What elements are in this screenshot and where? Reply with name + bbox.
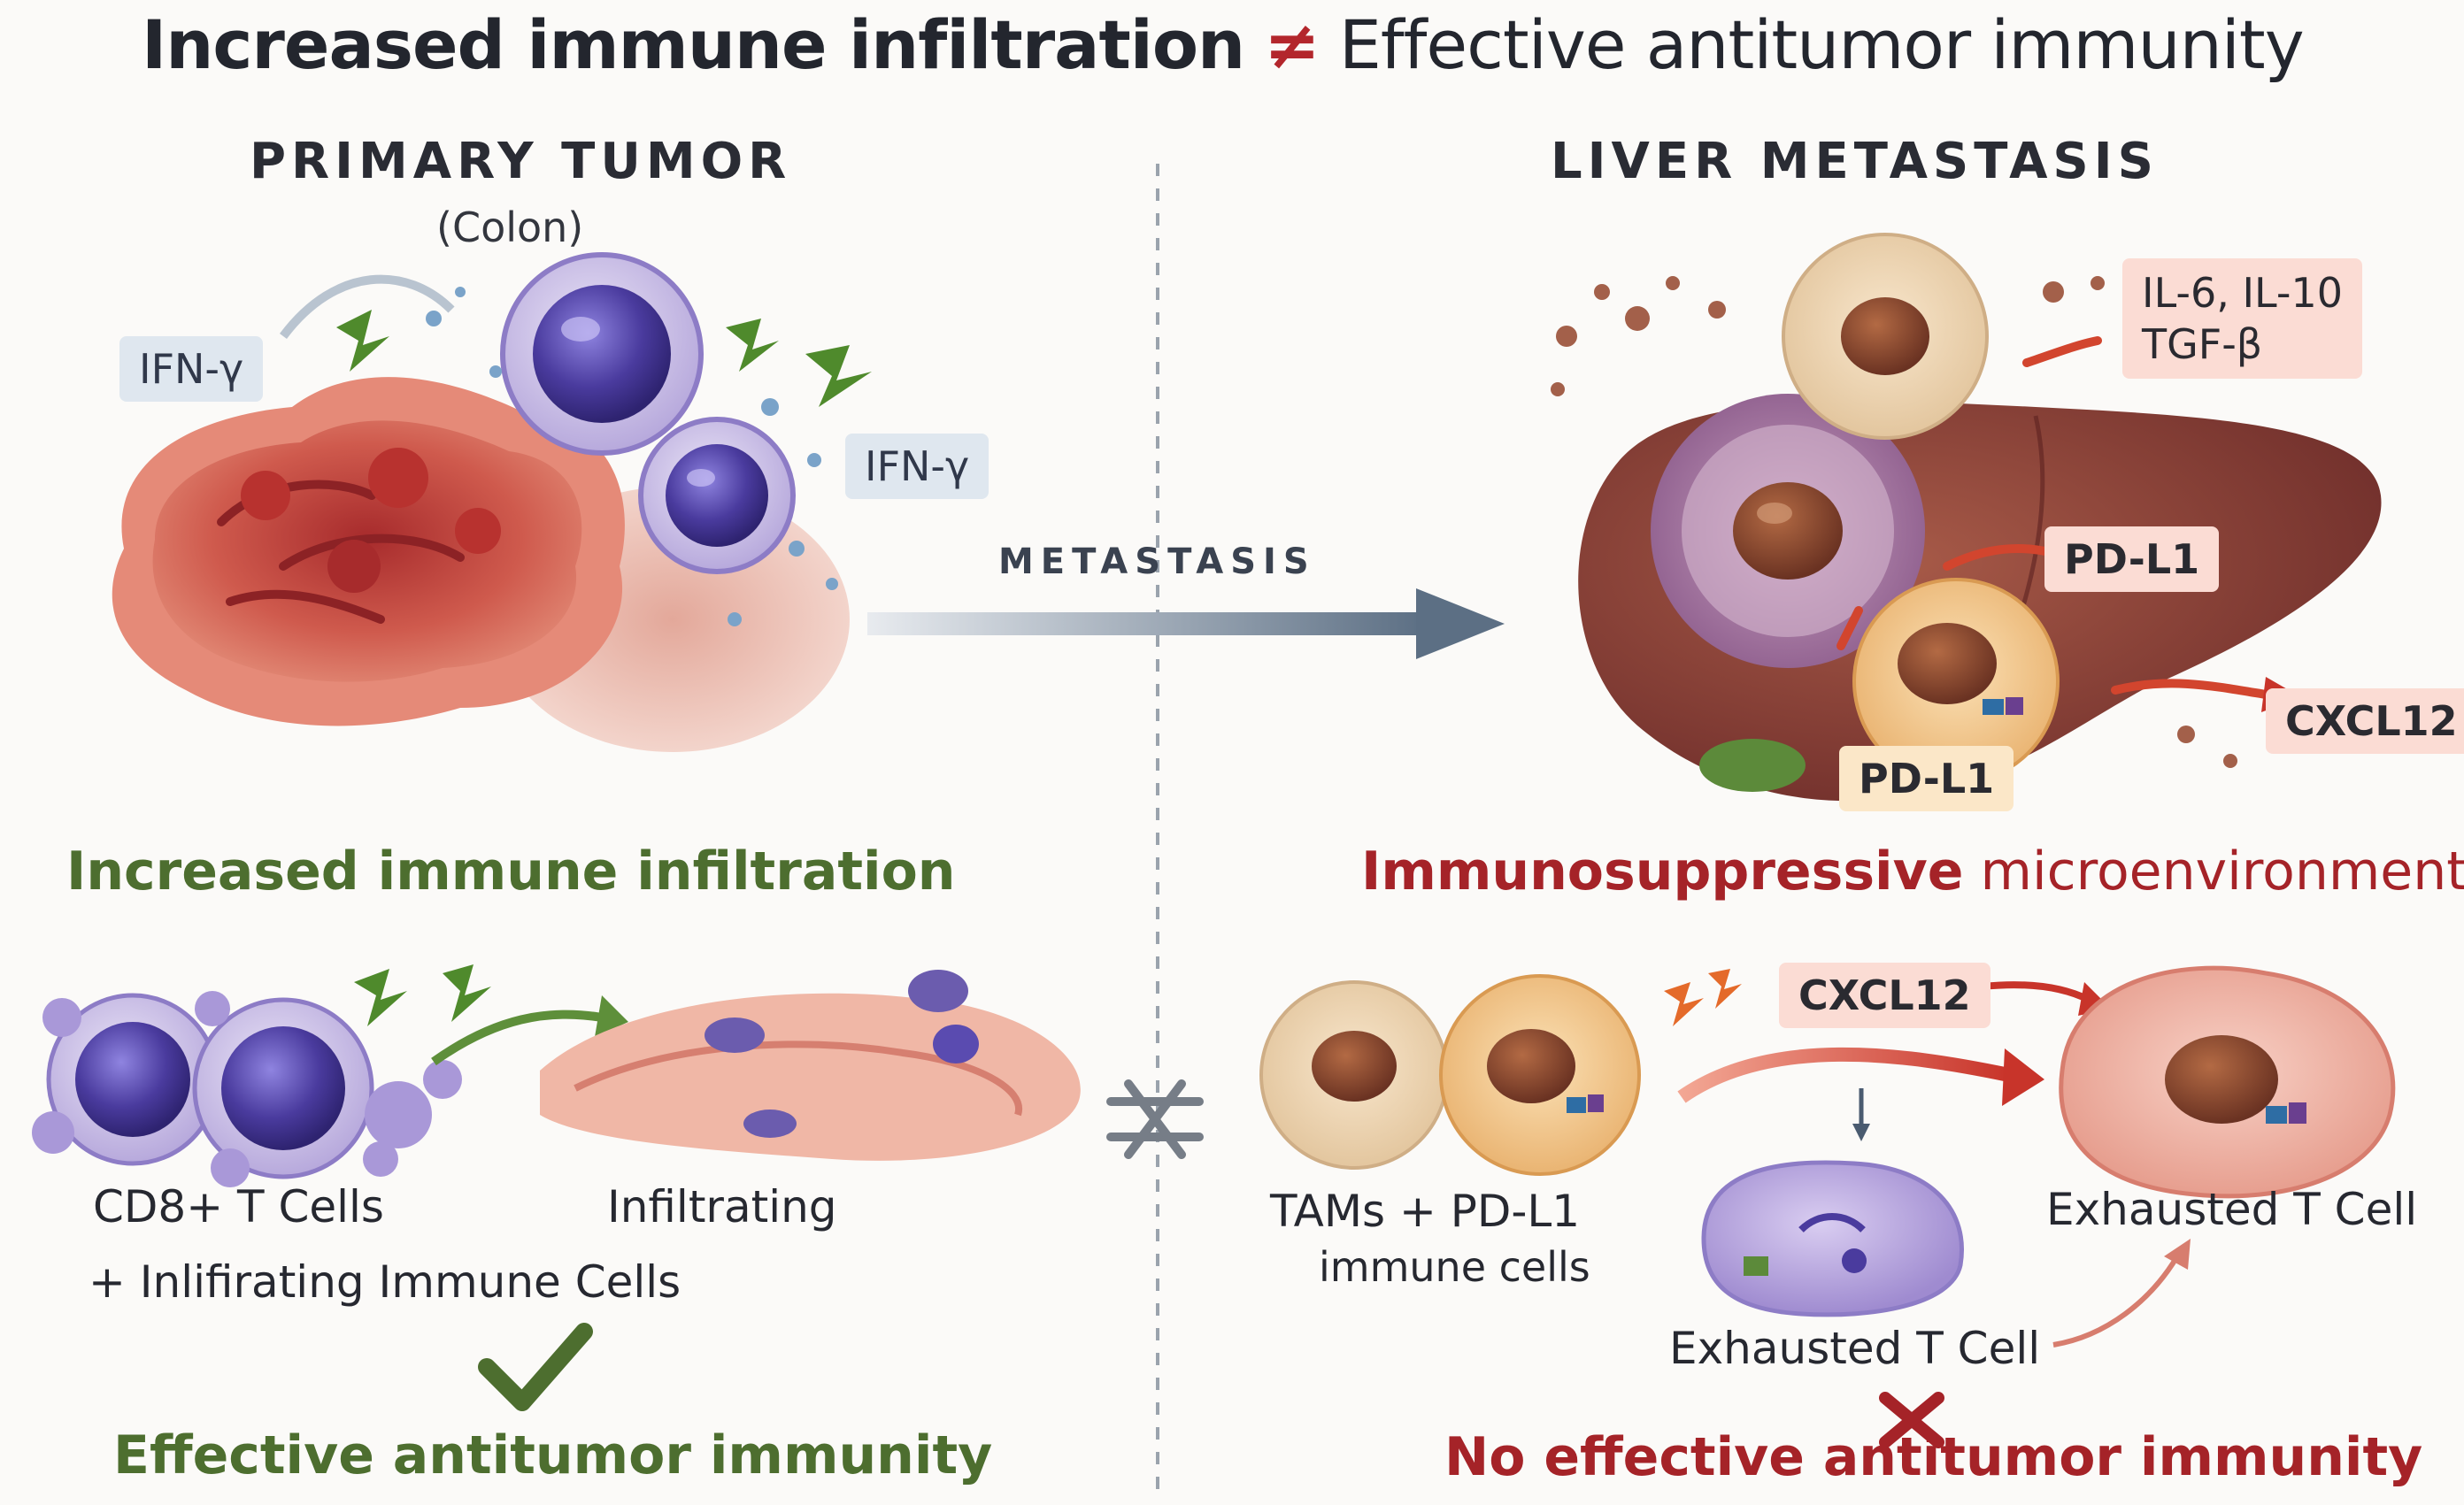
arrowhead [2002, 1048, 2044, 1106]
tam-cell-orange [1439, 974, 1641, 1176]
page-title: Increased immune infiltration≠Effective … [142, 5, 2305, 84]
liver-metastasis-heading: LIVER METASTASIS [1551, 133, 2159, 190]
debris-particles [1551, 276, 2237, 768]
t-cell [638, 417, 796, 574]
exhausted-t-cell-label: Exhausted T Cell [2046, 1184, 2418, 1235]
title-left: Increased immune infiltration [142, 5, 1245, 84]
pd-l1-label: PD-L1 [2044, 526, 2220, 592]
metastasis-arrow [867, 588, 1505, 659]
tam-cell-tan [1259, 980, 1449, 1170]
ifn-arc-arrow [280, 274, 455, 340]
immunosuppressive-rest: microenvironment [1963, 841, 2464, 902]
no-effective-immunity-result: No effective antitumor immunity [1444, 1426, 2423, 1488]
cd8-label: CD8+ T Cells [93, 1181, 384, 1232]
tam-cell-orange [1852, 578, 2060, 785]
arrowhead [2164, 1239, 2191, 1270]
small-particles [426, 287, 838, 626]
red-arrow [1982, 981, 2091, 1003]
green-arrow [431, 1010, 603, 1066]
title-neq: ≠ [1264, 5, 1321, 84]
curved-arrow [2052, 1255, 2180, 1348]
lightning-icon [1664, 969, 1742, 1026]
effective-immunity-result: Effective antitumor immunity [113, 1424, 993, 1486]
exhausted-t-cell-pink [2059, 965, 2396, 1199]
cxcl12-label: CXCL12 [1779, 963, 1990, 1028]
title-right: Effective antitumor immunity [1338, 5, 2305, 84]
cxcl12-label: CXCL12 [2266, 688, 2464, 754]
ifn-gamma-label: IFN-γ [119, 336, 264, 402]
pd-l1-label: PD-L1 [1839, 746, 2014, 811]
metastatic-cell-purple [1651, 394, 1925, 668]
arrowhead [595, 995, 628, 1037]
cross-icon [1879, 1392, 1944, 1448]
immunosuppressive-heading: Immunosuppressive microenvironment [1361, 841, 2464, 902]
red-arrow [1677, 1047, 2011, 1103]
primary-tumor-subheading: (Colon) [436, 203, 584, 251]
cytokines-line-2: TGF-β [2142, 320, 2263, 368]
tams-sublabel: immune cells [1319, 1243, 1590, 1291]
cd8-cells-cluster [32, 991, 462, 1187]
tumor-cell-tan [1782, 233, 1989, 440]
cytokines-label: IL-6, IL-10 TGF-β [2122, 258, 2363, 379]
metastasis-label: METASTASIS [998, 541, 1316, 582]
t-cell [500, 252, 704, 456]
red-arrows [1836, 336, 2270, 699]
exhausted-t-cell-purple [1701, 1160, 1964, 1317]
cytokines-line-1: IL-6, IL-10 [2142, 269, 2344, 317]
immunosuppressive-bold: Immunosuppressive [1361, 841, 1964, 902]
primary-tumor-heading: PRIMARY TUMOR [250, 133, 792, 190]
lightning-icon [336, 310, 872, 407]
infiltrating-label: Infiltrating [607, 1181, 837, 1232]
check-icon [478, 1323, 593, 1411]
primary-tumor-illustration [112, 377, 850, 752]
ifn-gamma-label: IFN-γ [845, 434, 989, 499]
infiltrated-tissue [540, 970, 1081, 1161]
cd8-sublabel: + Inlifirating Immune Cells [89, 1256, 681, 1308]
tams-label: TAMs + PD-L1 [1270, 1186, 1581, 1237]
not-equal-icon [1106, 1079, 1204, 1159]
exhausted-t-cell-label: Exhausted T Cell [1669, 1323, 2041, 1374]
increased-infiltration-heading: Increased immune infiltration [66, 841, 956, 902]
arrowhead [1852, 1124, 1870, 1141]
lightning-icon [354, 964, 491, 1026]
